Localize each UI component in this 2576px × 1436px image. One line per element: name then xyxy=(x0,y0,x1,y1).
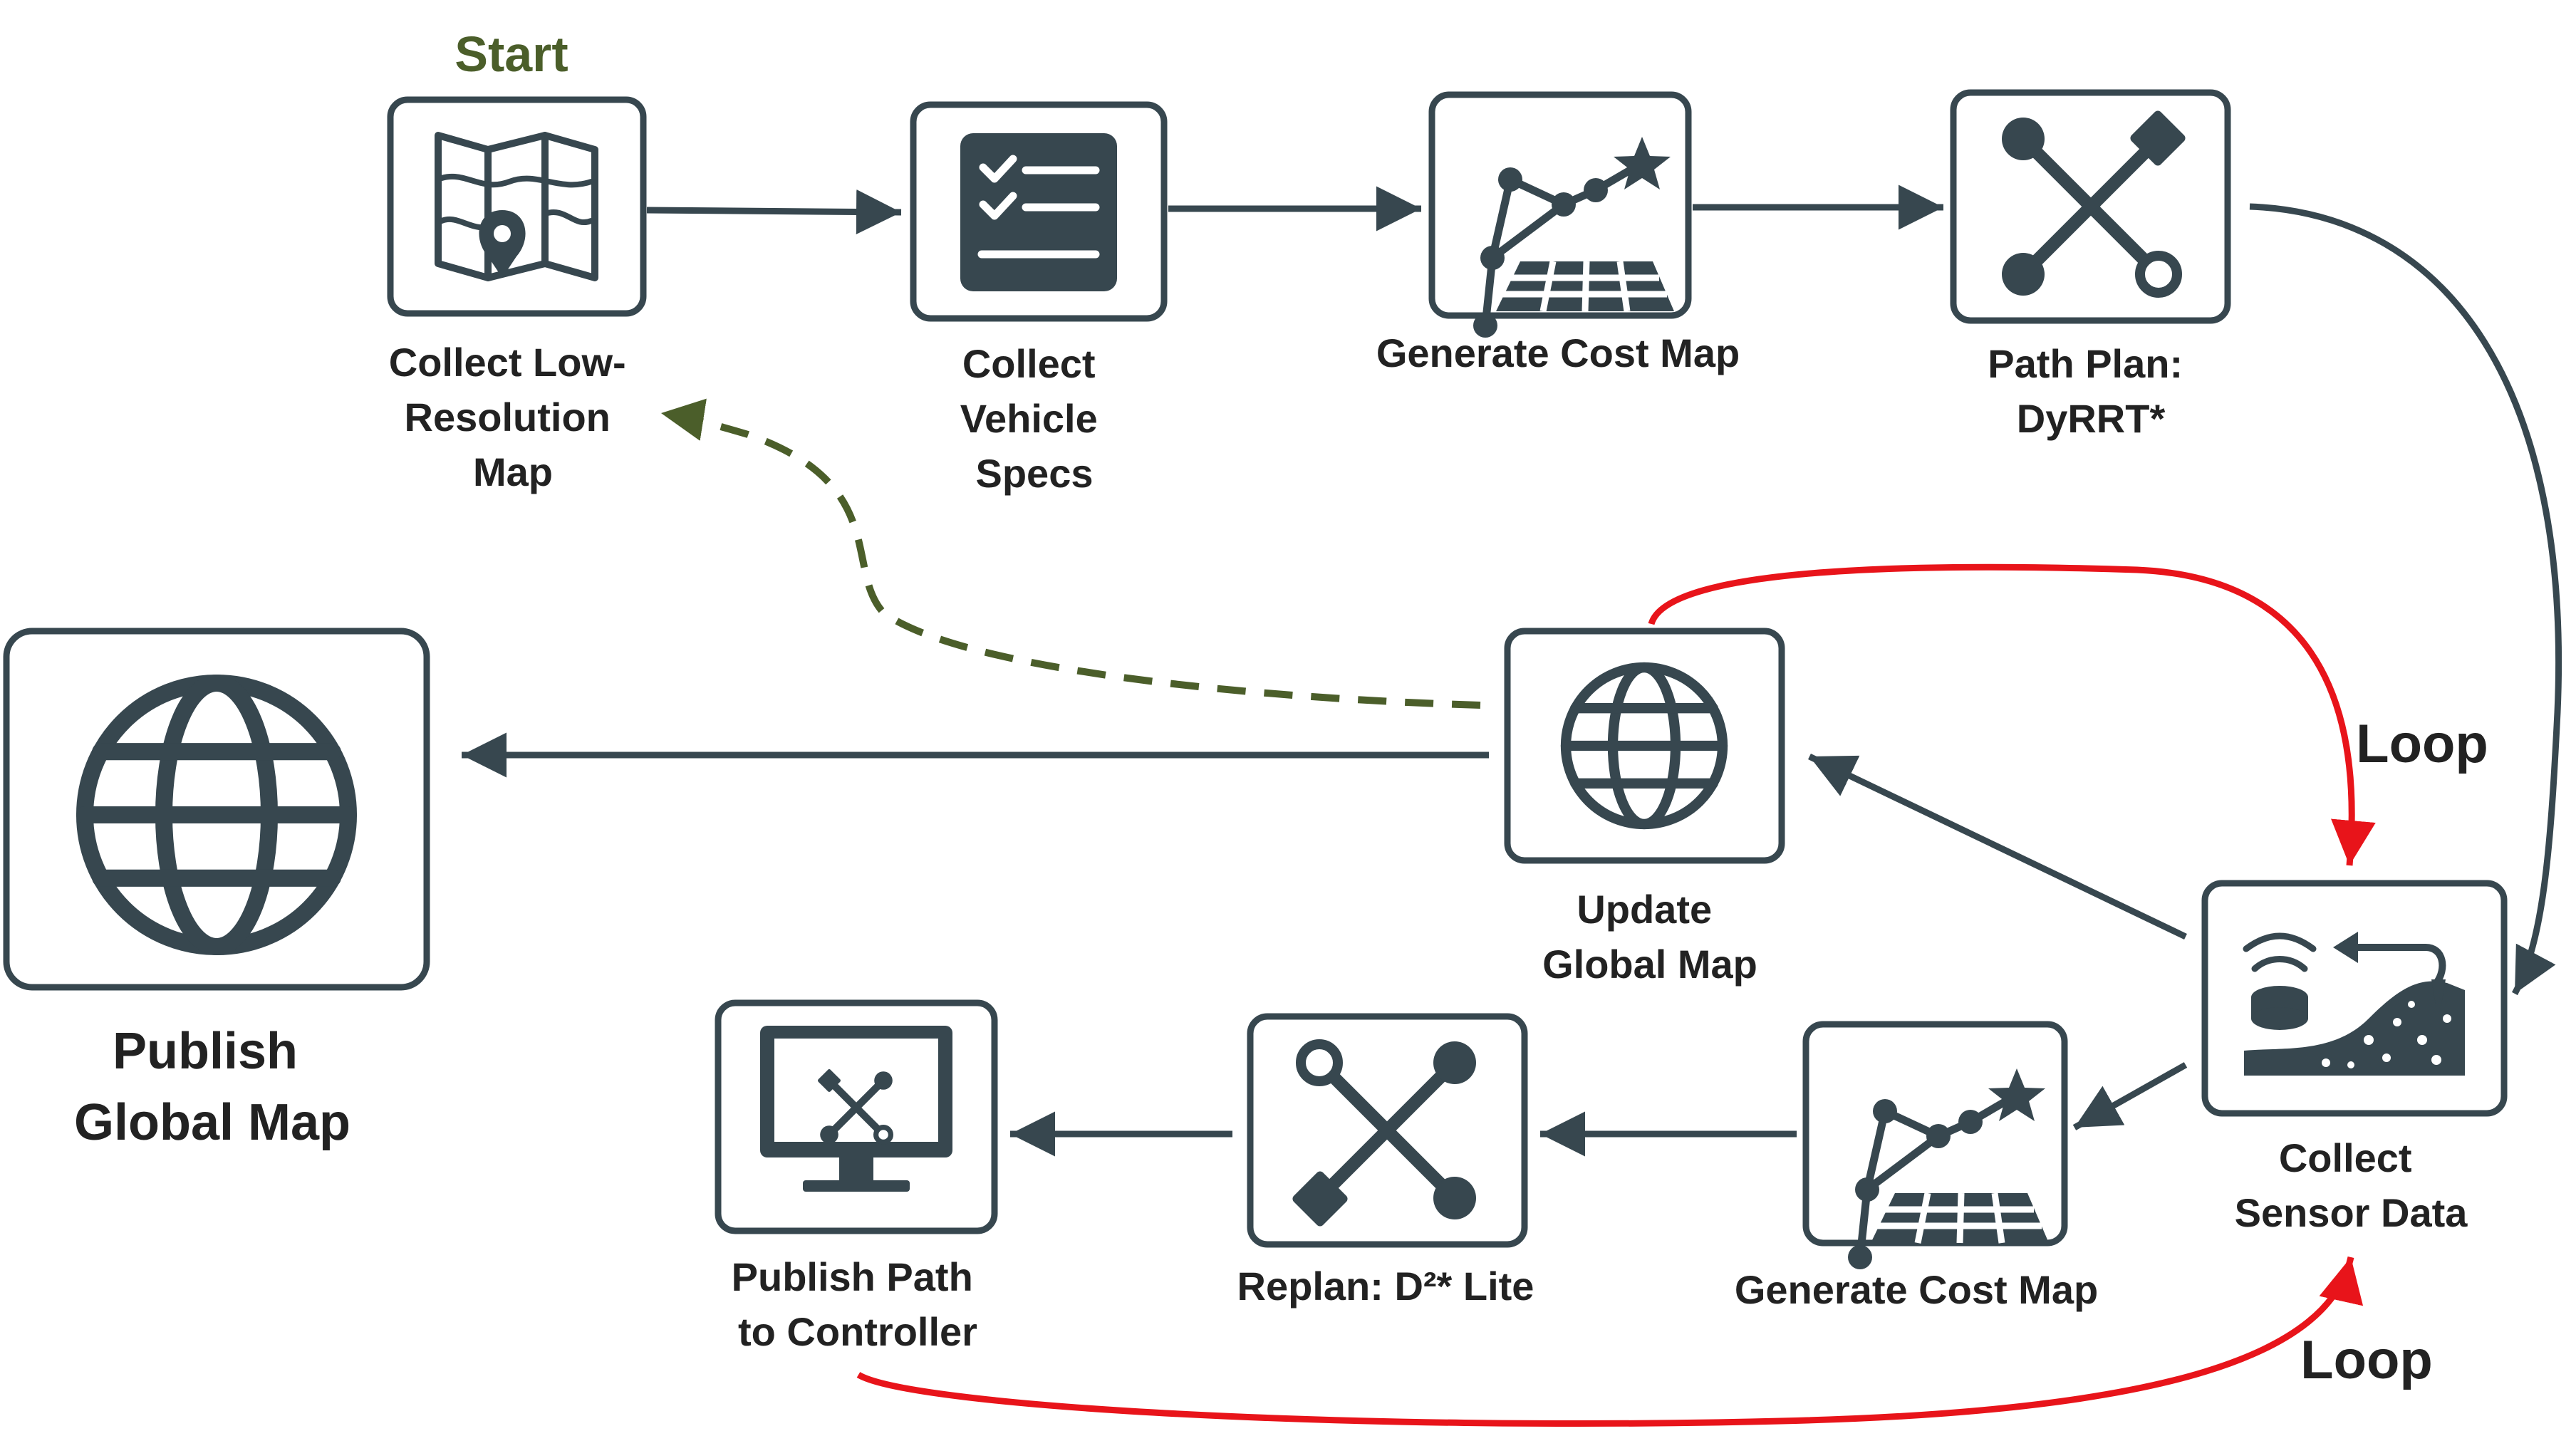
collect-vehicle-label: Collect Vehicle Specs xyxy=(960,341,1109,496)
collect-map-box xyxy=(387,96,647,317)
arrow-map-to-vehicle xyxy=(646,189,902,234)
loop-arrow-publish-path xyxy=(856,1256,2363,1427)
publish-path-label: Publish Path to Controller xyxy=(732,1254,985,1354)
replan-label: Replan: D²* Lite xyxy=(1237,1264,1534,1308)
cost-map-top-label: Generate Cost Map xyxy=(1376,331,1740,375)
collect-sensor-label: Collect Sensor Data xyxy=(2235,1135,2468,1235)
dashed-start-link xyxy=(660,398,1481,709)
collect-map-label: Collect Low- Resolution Map xyxy=(389,340,637,494)
arrow-sensor-to-costmap xyxy=(2072,1062,2188,1130)
arrow-pathplan-to-sensor xyxy=(2249,203,2562,996)
cost-map-bottom-label: Generate Cost Map xyxy=(1735,1267,2098,1312)
folded-map-icon xyxy=(435,132,598,281)
checklist-icon xyxy=(960,133,1117,291)
monitor-path-icon xyxy=(760,1026,952,1192)
publish-global-label: Publish Global Map xyxy=(74,1023,350,1151)
loop-label-lower: Loop xyxy=(2300,1330,2433,1390)
loop-arrow-update xyxy=(1648,563,2376,866)
start-label: Start xyxy=(455,26,568,82)
update-global-label: Update Global Map xyxy=(1542,887,1757,987)
arrow-sensor-to-update xyxy=(1808,753,2187,940)
sensor-terrain-icon xyxy=(2243,932,2465,1076)
loop-label-upper: Loop xyxy=(2356,714,2488,774)
path-plan-label: Path Plan: DyRRT* xyxy=(1988,341,2193,441)
